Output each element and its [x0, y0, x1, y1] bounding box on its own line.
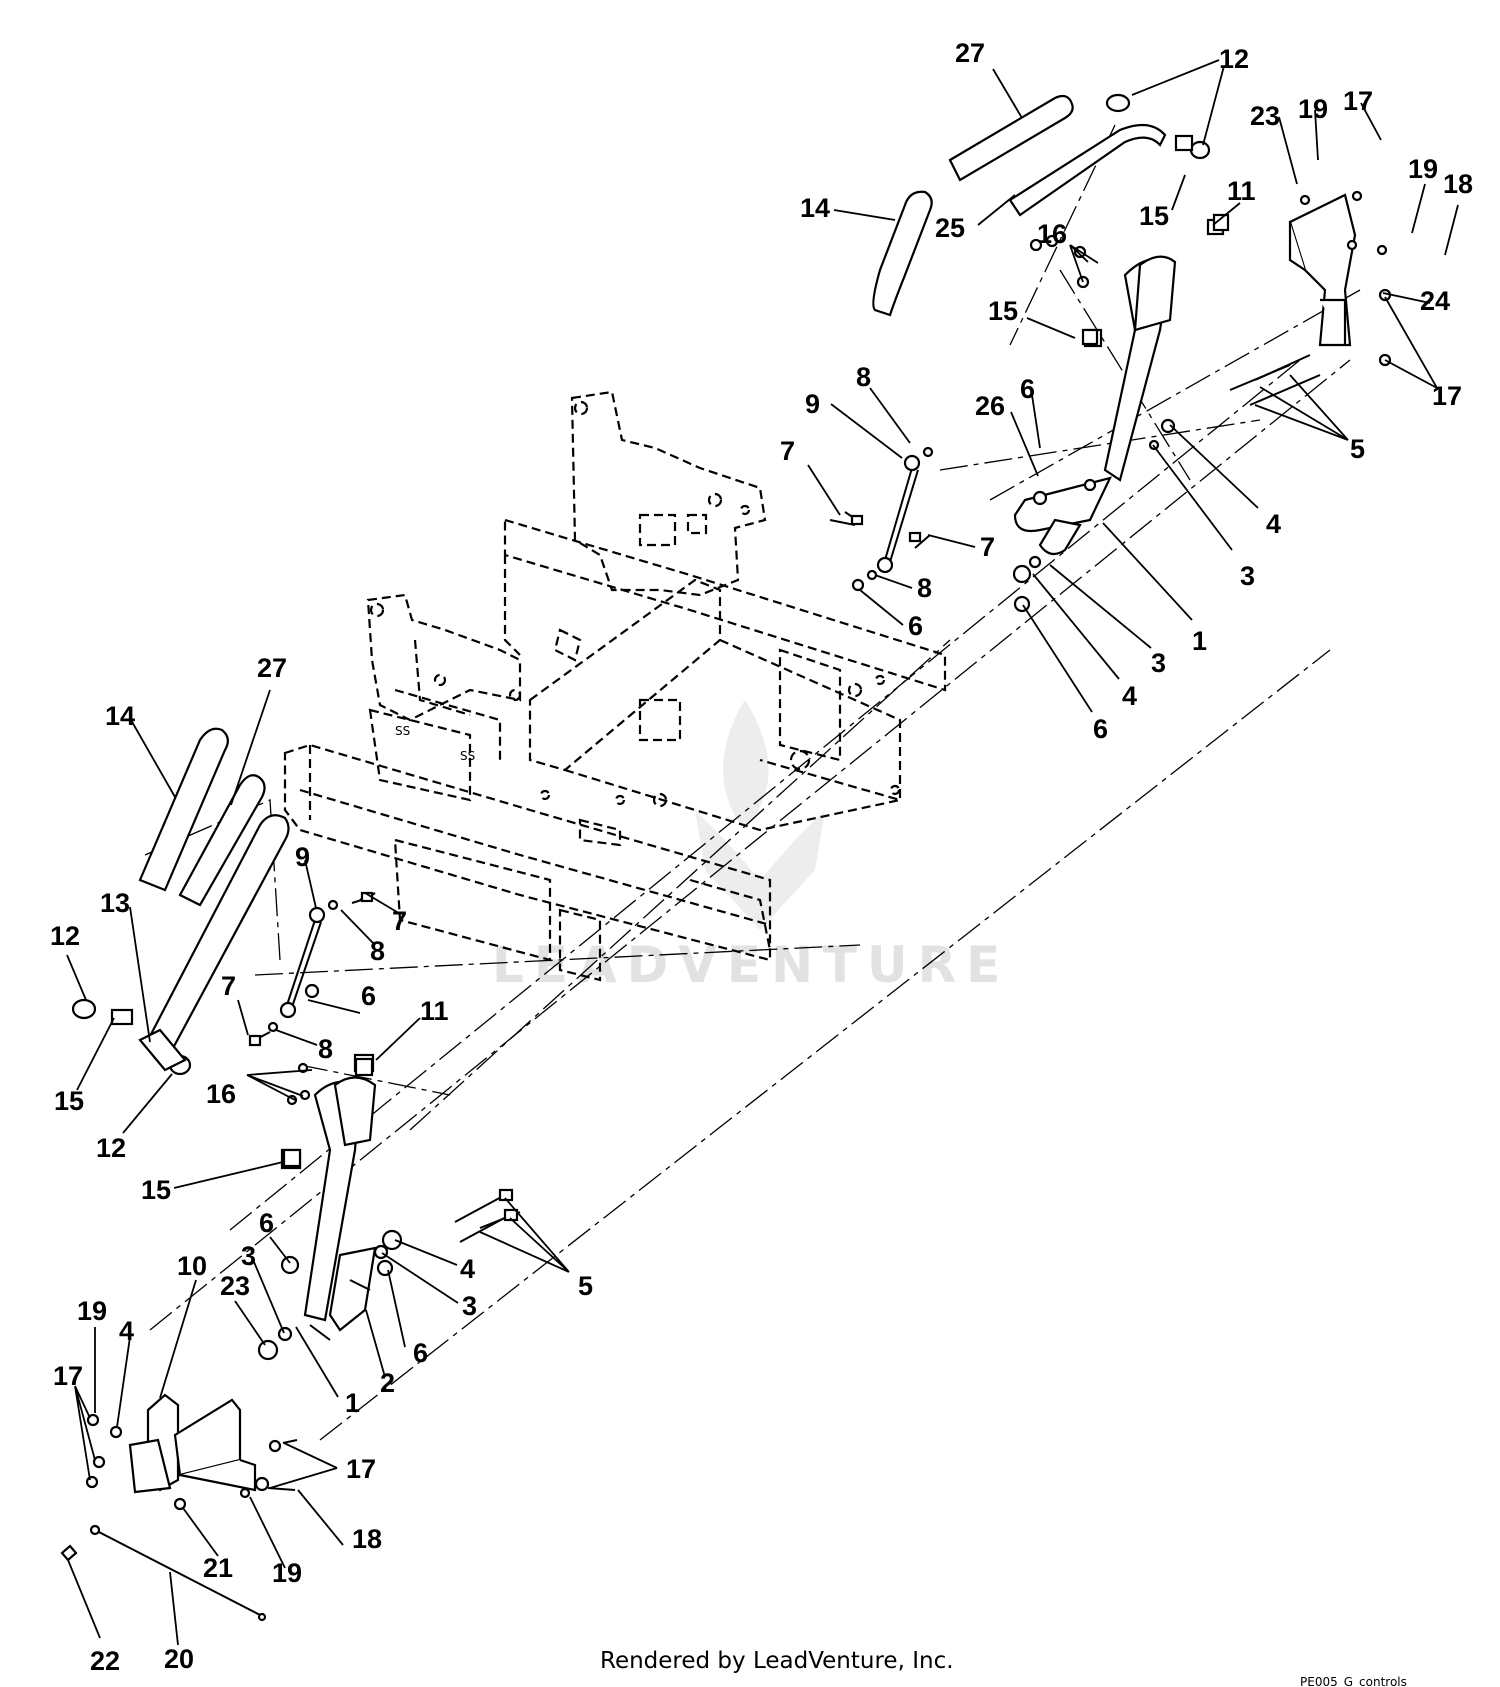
grip-14-lower [138, 727, 229, 892]
callout-label: 4 [1266, 509, 1281, 539]
callout-label: 6 [908, 611, 923, 641]
callout-label: 11 [1227, 176, 1256, 206]
callout-label: 14 [105, 701, 135, 731]
callout-label: 3 [1240, 561, 1255, 591]
callout-label: 9 [295, 842, 310, 872]
callout-label: 3 [1151, 648, 1166, 678]
cable-20 [94, 1529, 261, 1616]
callout-label: 17 [53, 1361, 83, 1391]
grip-27-lower [178, 774, 266, 907]
callout-label: 2 [380, 1368, 395, 1398]
callout-label: 6 [413, 1338, 428, 1368]
grip-27-upper [948, 94, 1074, 182]
callout-label: 6 [1020, 374, 1035, 404]
callout-label: 9 [805, 389, 820, 419]
callout-label: 3 [241, 1241, 256, 1271]
callout-label: 18 [352, 1524, 382, 1554]
callout-label: 5 [578, 1271, 593, 1301]
handle-25 [1008, 123, 1167, 217]
nut-12-upper-b [1189, 140, 1211, 160]
callout-label: 18 [1443, 169, 1473, 199]
callout-label: 16 [1037, 219, 1067, 249]
callout-label: 8 [917, 573, 932, 603]
callout-label: 7 [780, 436, 795, 466]
callout-label: 23 [1250, 101, 1280, 131]
link-rod-lower [286, 919, 316, 1006]
figure-code: PE005_G_controls [1300, 1675, 1407, 1687]
leader-lines [66, 59, 1459, 1646]
link-rod-upper [884, 467, 913, 561]
callout-label: 5 [1350, 434, 1365, 464]
callout-label: 8 [318, 1034, 333, 1064]
callout-label: 7 [221, 971, 236, 1001]
callout-label: 6 [1093, 714, 1108, 744]
callout-label: 12 [50, 921, 80, 951]
callout-label: 12 [1219, 44, 1249, 74]
grip-14-upper [872, 190, 933, 317]
callout-label: 7 [980, 532, 995, 562]
lower-assembly [60, 727, 521, 1622]
callout-label: 22 [90, 1646, 120, 1676]
callout-labels: 27 12 23 19 17 19 18 14 25 15 11 16 24 1… [50, 38, 1473, 1676]
callout-label: 27 [955, 38, 985, 68]
callout-label: 17 [1343, 86, 1373, 116]
callout-label: 15 [54, 1086, 84, 1116]
callout-label: 11 [420, 996, 449, 1026]
svg-text:SS: SS [460, 749, 475, 763]
rendered-by-credit: Rendered by LeadVenture, Inc. [600, 1648, 954, 1674]
callout-label: 23 [220, 1271, 250, 1301]
callout-label: 1 [345, 1388, 360, 1418]
callout-label: 8 [370, 936, 385, 966]
callout-label: 6 [259, 1208, 274, 1238]
callout-label: 24 [1420, 286, 1450, 316]
callout-label: 19 [1408, 154, 1438, 184]
chassis-frame: SS SS [283, 390, 947, 982]
callout-label: 26 [975, 391, 1005, 421]
callout-label: 4 [1122, 681, 1137, 711]
nut-12-lower-a [71, 998, 97, 1020]
callout-label: 12 [96, 1133, 126, 1163]
callout-label: 4 [119, 1316, 134, 1346]
callout-label: 14 [800, 193, 830, 223]
callout-label: 13 [100, 888, 130, 918]
nut-12-upper-a [1105, 93, 1131, 113]
callout-label: 15 [141, 1175, 171, 1205]
callout-label: 7 [392, 906, 407, 936]
callout-label: 16 [206, 1079, 236, 1109]
callout-label: 20 [164, 1644, 194, 1674]
callout-label: 19 [272, 1558, 302, 1588]
callout-label: 19 [1298, 94, 1328, 124]
callout-label: 3 [462, 1291, 477, 1321]
callout-label: 4 [460, 1254, 475, 1284]
callout-label: 27 [257, 653, 287, 683]
callout-label: 6 [361, 981, 376, 1011]
callout-label: 15 [1139, 201, 1169, 231]
lever-arm-lower [328, 1246, 377, 1332]
callout-label: 10 [177, 1251, 207, 1281]
callout-label: 1 [1192, 626, 1207, 656]
upper-assembly [829, 93, 1392, 613]
callout-label: 19 [77, 1296, 107, 1326]
flame-logo-icon [695, 700, 825, 930]
callout-label: 15 [988, 296, 1018, 326]
handle-13 [146, 814, 290, 1052]
svg-text:SS: SS [395, 724, 410, 738]
callout-label: 8 [856, 362, 871, 392]
callout-label: 17 [346, 1454, 376, 1484]
callout-label: 25 [935, 213, 965, 243]
callout-label: 21 [203, 1553, 233, 1583]
callout-label: 17 [1432, 381, 1462, 411]
